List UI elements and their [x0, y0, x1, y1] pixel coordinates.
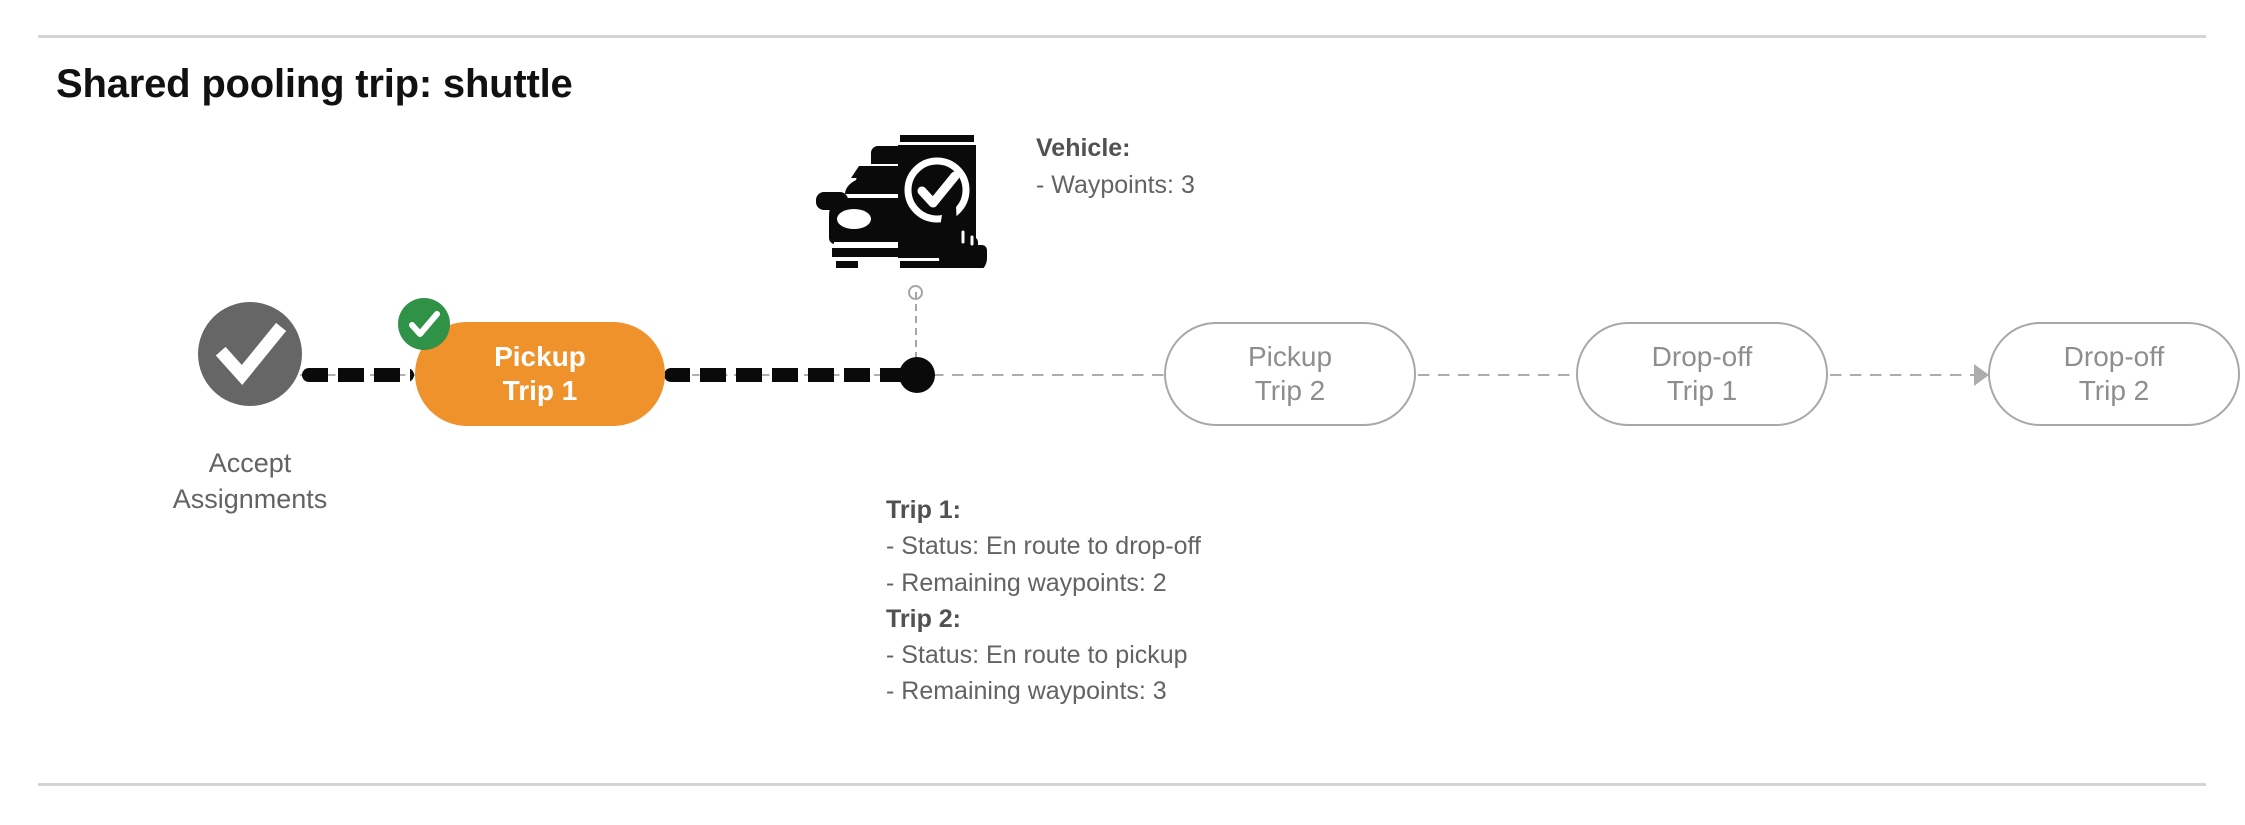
step-dropoff-trip-1-line1: Drop-off: [1651, 340, 1753, 372]
trip1-status: - Status: En route to drop-off: [886, 532, 1201, 561]
trip1-header: Trip 1:: [886, 496, 962, 524]
vehicle-callout-header: Vehicle:: [1036, 134, 1131, 162]
connector-start-to-pickup1: [302, 368, 414, 382]
start-node-label-line1: Accept: [208, 448, 292, 478]
connector-pickup1-to-vehicle: [664, 368, 914, 382]
step-dropoff-trip-2[interactable]: Drop-off Trip 2: [1988, 322, 2240, 426]
step-pickup-trip-2-line2: Trip 2: [1254, 375, 1326, 406]
start-node-label: Accept Assignments: [110, 445, 390, 518]
step-pickup-trip-2[interactable]: Pickup Trip 2: [1164, 322, 1416, 426]
top-divider: [38, 35, 2206, 38]
connector-vehicle-to-pickup2: [932, 374, 1166, 376]
car-phone-check-icon: [812, 118, 992, 274]
step-pickup-trip-2-line1: Pickup: [1247, 340, 1333, 372]
step-dropoff-trip-1[interactable]: Drop-off Trip 1: [1576, 322, 1828, 426]
vehicle-callout: Vehicle: - Waypoints: 3: [1036, 134, 1195, 200]
vehicle-position-dot: [899, 357, 935, 393]
step-dropoff-trip-2-line1: Drop-off: [2063, 340, 2165, 372]
connector-pickup2-to-dropoff1: [1418, 374, 1578, 376]
start-node-check-circle-icon: [198, 302, 302, 406]
vehicle-callout-waypoints: - Waypoints: 3: [1036, 170, 1195, 199]
step-pickup-trip-1[interactable]: Pickup Trip 1: [415, 322, 665, 426]
green-check-badge-icon: [398, 298, 450, 350]
connector-arrow-icon: [1974, 364, 1989, 386]
step-dropoff-trip-2-line2: Trip 2: [2078, 375, 2150, 406]
trip1-waypoints: - Remaining waypoints: 2: [886, 568, 1167, 597]
page-title: Shared pooling trip: shuttle: [56, 62, 573, 106]
step-pickup-trip-1-line2: Trip 1: [502, 375, 578, 406]
trip2-waypoints: - Remaining waypoints: 3: [886, 677, 1167, 706]
step-pickup-trip-1-line1: Pickup: [494, 340, 586, 372]
start-node-label-line2: Assignments: [172, 484, 328, 515]
trip2-status: - Status: En route to pickup: [886, 641, 1188, 669]
trips-callout: Trip 1: - Status: En route to drop-off -…: [886, 492, 1201, 710]
connector-dropoff1-to-dropoff2: [1830, 374, 1976, 376]
bottom-divider: [38, 783, 2206, 786]
step-dropoff-trip-1-line2: Trip 1: [1666, 375, 1738, 406]
leader-line: [915, 292, 917, 374]
trip2-header: Trip 2:: [886, 604, 962, 633]
